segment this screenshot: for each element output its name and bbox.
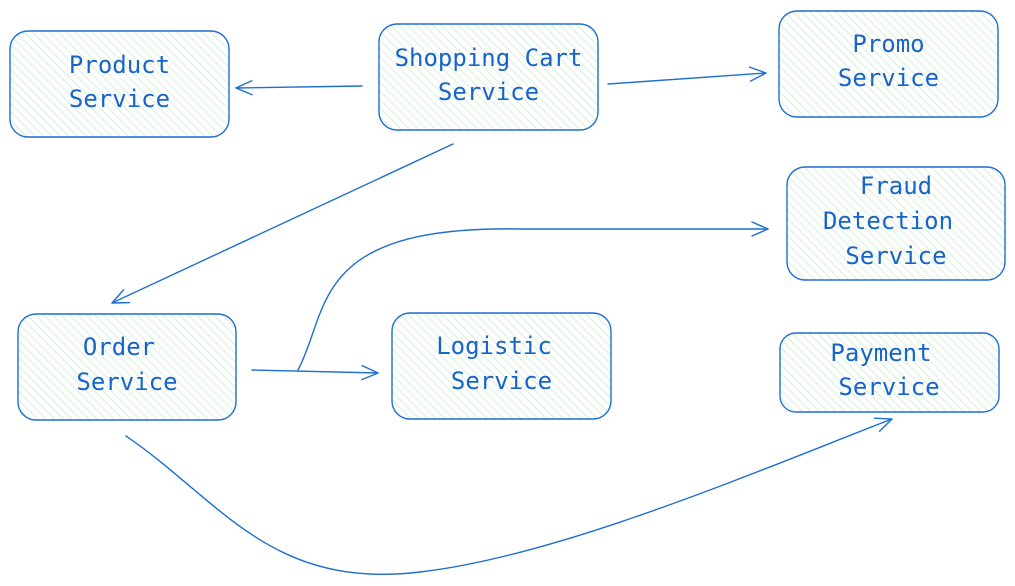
order-service-label-line-1: Order [83, 333, 155, 361]
fraud-detection-service-label-line-1: Fraud [860, 172, 932, 200]
shopping-cart-service-node: Shopping Cart Service [378, 23, 599, 131]
fraud-detection-service-label-line-3: Service [845, 242, 946, 270]
edge-shopping-cart-to-order [111, 143, 454, 304]
edge-shopping-cart-to-promo [607, 66, 767, 85]
product-service-label-line-2: Service [69, 85, 170, 113]
logistic-service-label-line-1: Logistic [436, 332, 552, 360]
payment-service-label-line-1: Payment [830, 339, 931, 367]
edge-order-to-logistic [251, 364, 379, 381]
promo-service-label-line-2: Service [838, 64, 939, 92]
order-service-node: Order Service [17, 313, 237, 421]
promo-service-label-line-1: Promo [852, 30, 924, 58]
payment-service-node: Payment Service [779, 332, 1000, 413]
fraud-detection-service-node: Fraud Detection Service [786, 166, 1006, 281]
logistic-service-label-line-2: Service [451, 367, 552, 395]
shopping-cart-service-label-line-1: Shopping Cart [395, 44, 583, 72]
logistic-service-node: Logistic Service [391, 312, 612, 420]
edge-order-to-payment [125, 417, 893, 575]
product-service-node: Product Service [9, 30, 230, 138]
shopping-cart-service-label-line-2: Service [438, 78, 539, 106]
fraud-detection-service-label-line-2: Detection [823, 207, 953, 235]
payment-service-label-line-2: Service [838, 373, 939, 401]
product-service-label-line-1: Product [69, 51, 170, 79]
edges [111, 66, 893, 575]
edge-shopping-cart-to-product [235, 80, 363, 96]
promo-service-node: Promo Service [778, 10, 999, 118]
edge-order-to-fraud-detection [297, 221, 769, 371]
order-service-label-line-2: Service [76, 368, 177, 396]
